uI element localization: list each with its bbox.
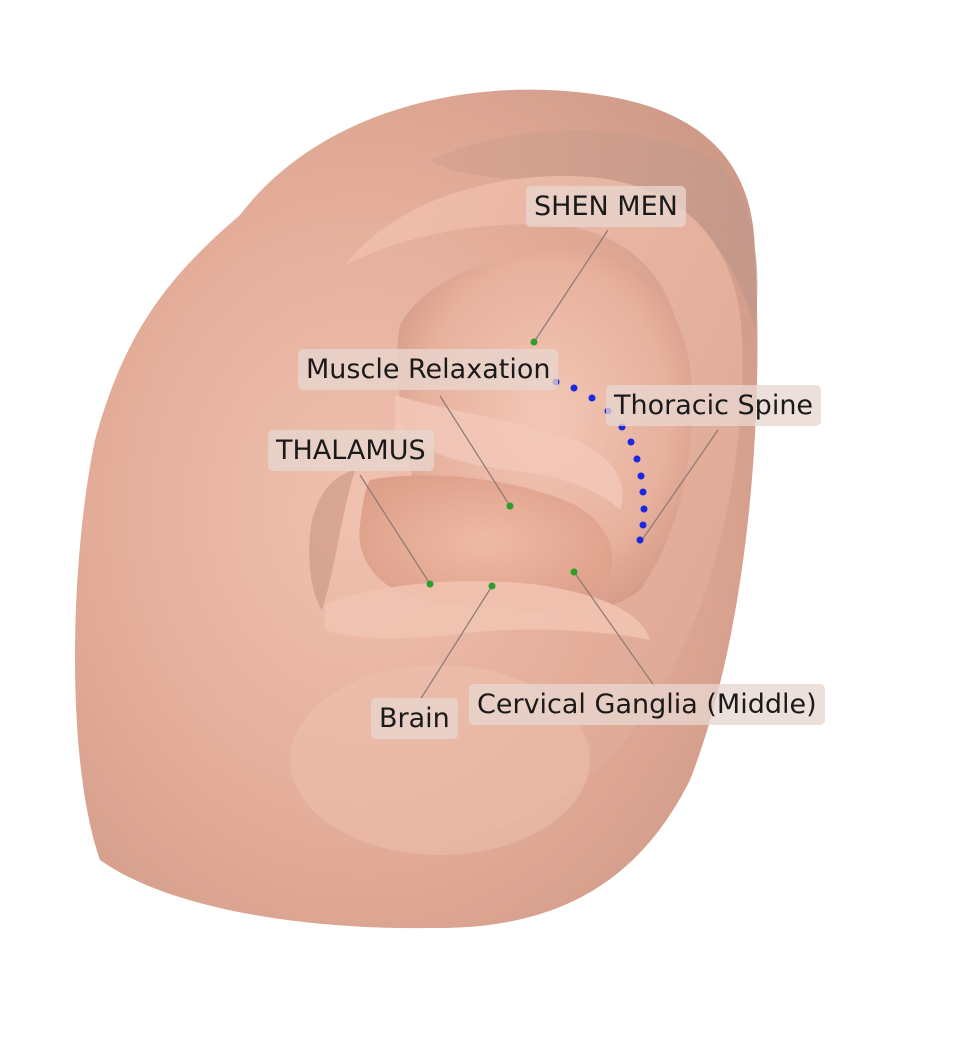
ear-antihelix	[395, 395, 623, 510]
spine-point[interactable]	[639, 488, 647, 496]
leader-line-thoracic-spine	[641, 429, 719, 541]
leader-lines	[359, 229, 719, 701]
ear-tragus-shadow	[309, 470, 355, 610]
label-thoracic-spine: Thoracic Spine	[606, 385, 822, 426]
leader-line-thalamus	[359, 474, 431, 585]
acupoint-muscle-relaxation[interactable]	[506, 502, 514, 510]
ear-concha	[359, 475, 613, 608]
acupoint-brain[interactable]	[488, 582, 496, 590]
spine-point[interactable]	[570, 384, 578, 392]
spine-point[interactable]	[637, 472, 645, 480]
leader-line-brain	[419, 585, 493, 701]
spine-point[interactable]	[588, 394, 596, 402]
acupoint-thalamus[interactable]	[426, 580, 434, 588]
spine-point[interactable]	[636, 536, 644, 544]
leader-line-shen-men	[533, 229, 609, 343]
label-brain: Brain	[371, 698, 458, 739]
spine-point[interactable]	[627, 438, 635, 446]
label-thalamus: THALAMUS	[268, 430, 434, 471]
leader-line-cervical-ganglia	[573, 571, 656, 688]
acupoint-cervical-ganglia[interactable]	[570, 568, 578, 576]
ear-back-shading	[430, 130, 758, 330]
ear-helix-rim	[345, 175, 743, 830]
leader-line-muscle-relaxation	[439, 395, 511, 507]
acupoint-shen-men[interactable]	[530, 338, 538, 346]
acupoint-markers	[426, 338, 578, 590]
spine-point[interactable]	[640, 505, 648, 513]
label-muscle-relaxation: Muscle Relaxation	[298, 349, 559, 390]
ear-antitragus	[325, 581, 650, 640]
spine-point[interactable]	[633, 455, 641, 463]
label-shen-men: SHEN MEN	[526, 186, 686, 227]
spine-point[interactable]	[639, 521, 647, 529]
label-cervical-ganglia-middle: Cervical Ganglia (Middle)	[469, 684, 825, 725]
